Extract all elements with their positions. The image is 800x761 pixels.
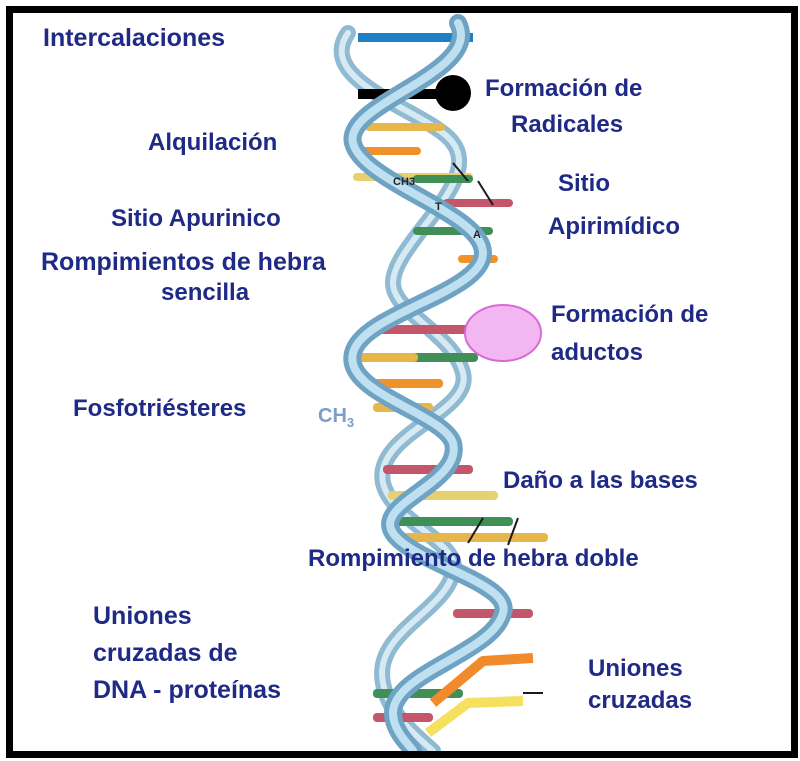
label-formacion-radicales-2: Radicales — [511, 111, 624, 138]
label-fosfotriesteres: Fosfotriésteres — [73, 395, 247, 422]
label-uniones-cruzadas-1: Uniones — [588, 655, 683, 682]
adduct-blob — [464, 304, 542, 362]
label-formacion-aductos-1: Formación de — [551, 301, 709, 328]
label-intercalaciones: Intercalaciones — [43, 24, 226, 52]
dna-helix — [333, 14, 548, 751]
label-alquilacion: Alquilación — [148, 129, 278, 156]
ch3-bottom-label: CH3 — [318, 405, 355, 430]
a-base-label: A — [473, 229, 481, 241]
label-apirimidico: Apirimídico — [548, 213, 681, 240]
label-uniones-proteinas-2: cruzadas de — [93, 639, 238, 667]
label-uniones-cruzadas-2: cruzadas — [588, 687, 693, 714]
t-base-label: T — [435, 201, 442, 213]
label-rompimiento-doble: Rompimiento de hebra doble — [308, 545, 639, 572]
label-rompimientos-1: Rompimientos de hebra — [41, 248, 326, 276]
label-sitio-apurinico: Sitio Apurinico — [111, 205, 281, 232]
label-formacion-radicales-1: Formación de — [485, 75, 643, 102]
label-uniones-proteinas-3: DNA - proteínas — [93, 676, 281, 704]
label-rompimientos-2: sencilla — [161, 279, 250, 306]
label-dano-bases: Daño a las bases — [503, 467, 698, 494]
ch3-top-label: CH3 — [393, 176, 416, 188]
label-sitio: Sitio — [558, 170, 610, 197]
diagram-frame: CH3 T A CH3 Intercalaciones Formación de… — [6, 6, 798, 758]
break-marks — [452, 162, 543, 694]
label-uniones-proteinas-1: Uniones — [93, 602, 192, 630]
label-formacion-aductos-2: aductos — [551, 339, 644, 366]
